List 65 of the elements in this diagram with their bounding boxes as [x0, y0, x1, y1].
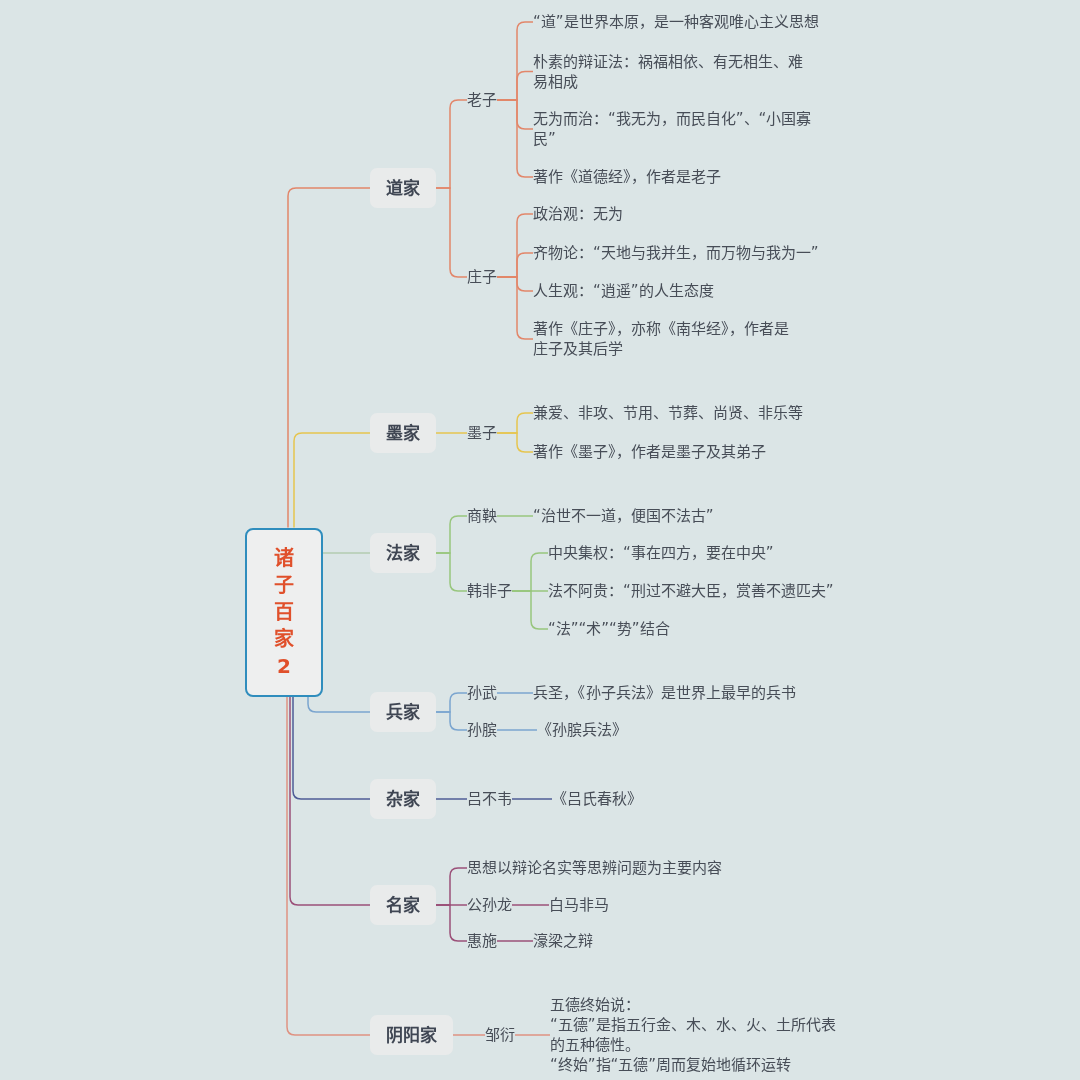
subtopic-label: 商鞅: [467, 506, 497, 526]
note-text: “五德”是指五行金、木、水、火、土所代表的五种德性。: [550, 1015, 837, 1055]
branch-line: [435, 798, 468, 800]
note-text: “治世不一道，便国不法古”: [533, 506, 714, 526]
subtopic-label: 老子: [467, 90, 497, 110]
note-text: 兵圣，《孙子兵法》是世界上最早的兵书: [533, 683, 796, 703]
branch-line: [289, 695, 371, 906]
branch-line: [496, 940, 534, 942]
topic-box: 杂家: [370, 779, 436, 819]
subtopic-label: 吕不韦: [467, 789, 512, 809]
note-text: 著作《庄子》，亦称《南华经》，作者是庄子及其后学: [533, 319, 791, 359]
topic-box: 阴阳家: [370, 1015, 453, 1055]
branch-line: [496, 692, 534, 694]
note-text: 思想以辩论名实等思辨问题为主要内容: [467, 858, 722, 878]
note-text: 政治观：无为: [533, 204, 623, 224]
branch-line: [307, 695, 371, 713]
note-text: 朴素的辩证法：祸福相依、有无相生、难易相成: [533, 51, 805, 92]
branch-line: [322, 552, 371, 554]
note-text: 著作《道德经》，作者是老子: [533, 167, 721, 187]
branch-line: [496, 432, 534, 453]
note-text: 法不阿贵：“刑过不避大臣，赏善不遗匹夫”: [548, 581, 834, 601]
branch-line: [511, 590, 549, 630]
note-text: “法”“术”“势”结合: [548, 619, 670, 639]
note-text: 齐物论：“天地与我并生，而万物与我为一”: [533, 243, 819, 263]
subtopic-label: 邹衍: [485, 1025, 515, 1045]
subtopic-label: 惠施: [467, 931, 497, 951]
note-text: “道”是世界本原，是一种客观唯心主义思想: [533, 12, 819, 32]
branch-line: [514, 1034, 551, 1036]
branch-line: [511, 798, 553, 800]
branch-line: [287, 187, 371, 529]
branch-line: [496, 729, 538, 731]
branch-line: [435, 904, 468, 942]
branch-line: [293, 432, 371, 529]
branch-line: [286, 695, 371, 1036]
note-text: 无为而治：“我无为，而民自化”、“小国寡民”: [533, 109, 815, 149]
subtopic-label: 墨子: [467, 423, 497, 443]
branch-line: [435, 187, 468, 278]
note-text: 《孙膑兵法》: [537, 720, 627, 740]
note-text: “终始”指“五德”周而复始地循环运转: [550, 1055, 793, 1075]
note-text: 兼爱、非攻、节用、节葬、尚贤、非乐等: [533, 403, 803, 423]
subtopic-label: 孙膑: [467, 720, 497, 740]
branch-line: [435, 711, 468, 731]
branch-line: [511, 904, 550, 906]
subtopic-label: 庄子: [467, 267, 497, 287]
topic-box: 墨家: [370, 413, 436, 453]
note-text: 人生观：“逍遥”的人生态度: [533, 281, 714, 301]
branch-line: [435, 552, 468, 592]
topic-box: 法家: [370, 533, 436, 573]
central-topic-box: 诸子百家2: [245, 527, 323, 697]
branch-line: [292, 695, 371, 800]
subtopic-label: 韩非子: [467, 581, 512, 601]
note-text: 《吕氏春秋》: [552, 789, 642, 809]
note-text: 白马非马: [549, 895, 609, 915]
note-text: 著作《墨子》，作者是墨子及其弟子: [533, 442, 766, 462]
subtopic-label: 公孙龙: [467, 895, 512, 915]
subtopic-label: 孙武: [467, 683, 497, 703]
topic-box: 道家: [370, 168, 436, 208]
note-text: 中央集权：“事在四方，要在中央”: [548, 543, 774, 563]
branch-line: [496, 515, 534, 517]
note-text: 濠梁之辩: [533, 931, 593, 951]
note-text: 五德终始说：: [550, 995, 641, 1015]
branch-line: [452, 1034, 486, 1036]
branch-line: [435, 432, 468, 434]
topic-box: 兵家: [370, 692, 436, 732]
topic-box: 名家: [370, 885, 436, 925]
